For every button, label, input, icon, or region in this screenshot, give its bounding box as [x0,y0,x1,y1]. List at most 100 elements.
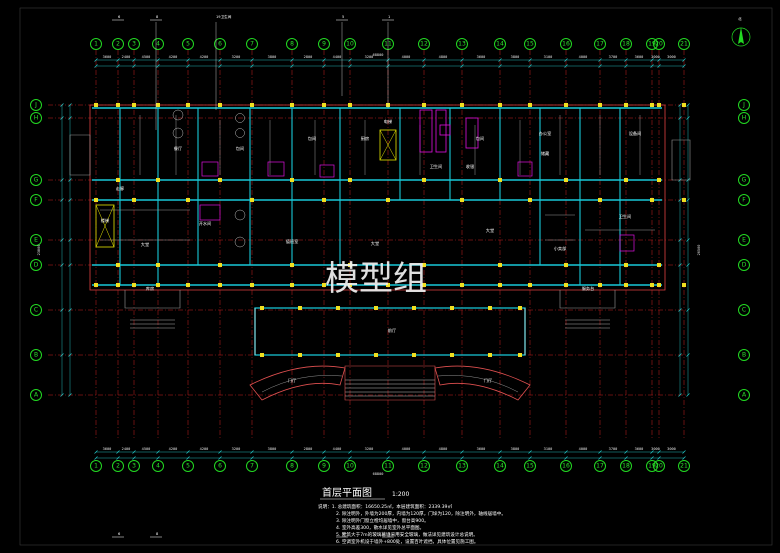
column [488,306,492,310]
axis-bubble-bottom [182,460,194,472]
dimension-top-segment: 3200 [365,55,374,59]
column [156,263,160,267]
axis-label-bottom: 7 [250,463,254,470]
axis-label-bottom: 14 [496,463,504,470]
axis-bubble-right [738,234,750,246]
axis-bubble-bottom [318,460,330,472]
column [386,283,390,287]
building-walls [69,104,691,401]
axis-bubble-bottom [594,460,606,472]
column [218,283,222,287]
bottom-total-dimension: 68800 [373,472,384,476]
column [290,263,294,267]
column [412,306,416,310]
column [250,283,254,287]
dimension-text: 3600360024002400450045004200420042004200… [103,55,676,451]
axis-bubble-left [30,112,42,124]
axis-label-bottom: 6 [218,463,222,470]
axis-label-top: 6 [218,41,222,48]
axis-bubble-top [128,38,140,50]
axis-bubble-bottom [456,460,468,472]
axis-label-bottom: 21 [680,463,688,470]
column [498,178,502,182]
axis-label-right: G [742,177,747,184]
room-label-reception: 服务台 [582,285,595,292]
axis-label-top: 10 [346,41,354,48]
column [250,198,254,202]
axis-bubble-bottom [653,460,665,472]
axis-bubble-top [286,38,298,50]
dimension-top-segment: 4200 [169,55,178,59]
column [650,198,654,202]
axis-bubble-top [653,38,665,50]
column [450,353,454,357]
dimension-bottom-segment: 4400 [333,447,342,451]
fixtures [95,109,635,252]
column [156,103,160,107]
note-5: 5. 建筑大于7m的玻璃幕墙采用安全玻璃，做法详见建筑设计总说明。 [336,531,478,538]
axis-label-top: 21 [680,41,688,48]
column [218,178,222,182]
dimension-bottom-segment: 3800 [268,447,277,451]
axis-bubble-top [620,38,632,50]
room-label-hall-2: 大堂 [486,227,494,234]
room-label-storage: 储藏 [541,150,550,157]
column [374,306,378,310]
column [156,283,160,287]
room-label-store: 库房 [146,285,154,292]
note-3: 3. 除注明外门窗立樘均居墙中，窗台高900。 [336,517,429,524]
dimension-top-segment: 3200 [232,55,241,59]
dimension-bottom-segment: 3100 [544,447,553,451]
axis-bubble-top [594,38,606,50]
top-total-dimension: 68800 [373,53,384,57]
column [598,103,602,107]
axis-bubble-bottom [152,460,164,472]
note-6: 6. 空调室外机设于墙外+800处，设置百叶遮挡，具体位置见施工图。 [336,538,479,545]
column [116,283,120,287]
drawing-title: 首层平面图 [322,486,372,499]
section-mark-bottom-2: 8 [156,532,159,536]
column [348,178,352,182]
column [518,306,522,310]
column [657,103,661,107]
dimension-bottom-segment: 3000 [667,447,676,451]
axis-label-top: 1 [94,41,98,48]
column [528,198,532,202]
axis-label-top: 14 [496,41,504,48]
axis-bubble-top [112,38,124,50]
column [218,103,222,107]
axis-label-right: D [742,262,747,269]
column [682,103,686,107]
axis-label-bottom: 8 [290,463,294,470]
section-mark-top-5: 1 [388,15,390,19]
axis-bubble-top [246,38,258,50]
room-label-equipment: 设备间 [629,130,642,137]
column [94,198,98,202]
room-label-office: 办公室 [539,130,552,137]
room-label-hall: 大堂 [371,240,379,247]
column [412,353,416,357]
title-block: 首层平面图 1:200 [320,486,409,500]
room-label-private: 包间 [236,145,244,152]
column [624,283,628,287]
column [298,353,302,357]
axis-label-bottom: 19 [648,463,656,470]
column [498,263,502,267]
dimension-bottom-segment: 2400 [122,447,131,451]
axis-label-top: 17 [596,41,604,48]
column [132,198,136,202]
drawing-scale: 1:200 [392,491,409,498]
axis-bubble-top [646,38,658,50]
room-label-hall-3: 大堂 [141,241,149,248]
dimension-bottom-segment: 3000 [651,447,660,451]
axis-label-top: 4 [156,41,160,48]
dimension-top-segment: 3600 [477,55,486,59]
dimension-top-segment: 4500 [142,55,151,59]
column [260,353,264,357]
axis-bubble-bottom [620,460,632,472]
axis-bubble-left [30,349,42,361]
axis-label-left: D [34,262,39,269]
column [460,198,464,202]
axis-bubble-right [738,349,750,361]
